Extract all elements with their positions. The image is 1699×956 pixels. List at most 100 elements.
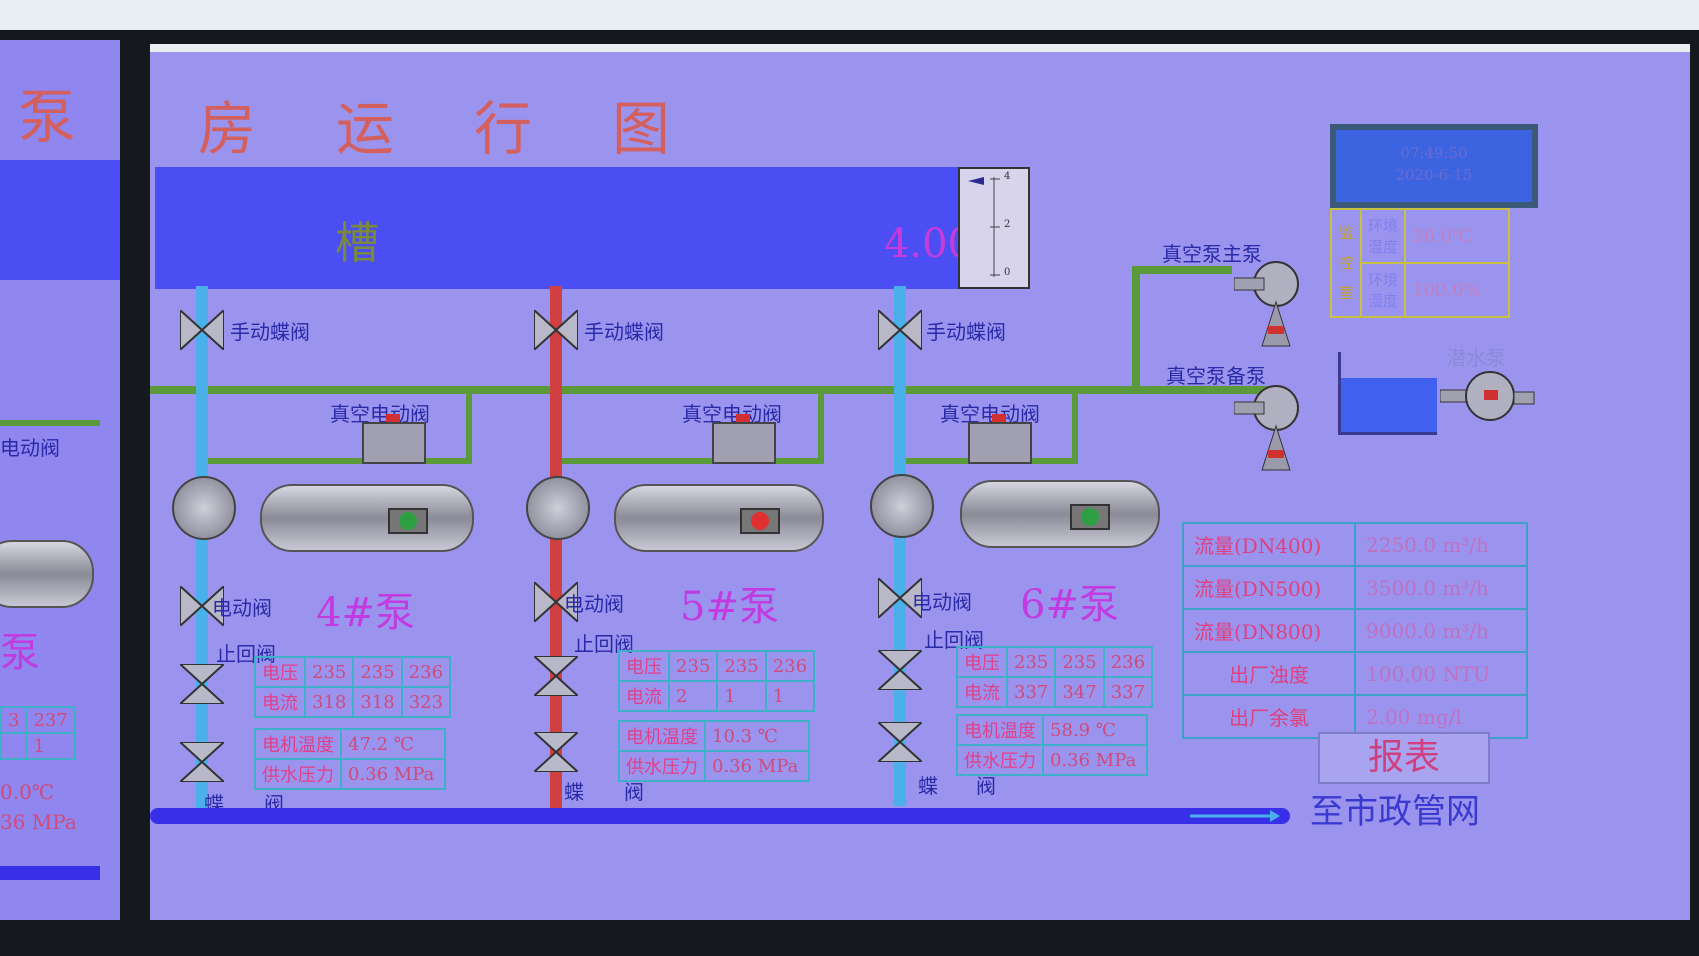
clock-time: 07:49:50 [1400, 144, 1468, 162]
pump6-manual-butterfly-valve[interactable] [877, 307, 923, 353]
environment-panel: 监 控 室 环境温度 36.0℃ 环境湿度 100.0% [1330, 208, 1511, 318]
tank-label: 槽 [335, 218, 379, 269]
pump6-manual-valve-label: 手动蝶阀 [926, 320, 1006, 344]
status-indicator-icon [1081, 508, 1099, 526]
env-name-top: 环境 [1368, 217, 1399, 235]
flow-value: 2250.0 m³/h [1354, 522, 1528, 567]
submersible-pump[interactable] [1439, 370, 1536, 426]
motor-temp-value: 47.2 ℃ [340, 728, 446, 760]
pump6-name: 6#泵 [1020, 582, 1119, 628]
voltage-a: 235 [1005, 646, 1057, 678]
current-c: 323 [400, 686, 452, 718]
pump5-status-lamp [740, 508, 780, 534]
voltage-label: 电压 [618, 650, 670, 682]
pressure-value: 0.36 MPa [340, 758, 446, 790]
pump6-status-lamp [1070, 504, 1110, 530]
report-button[interactable]: 报表 [1318, 732, 1490, 784]
status-indicator-icon [751, 512, 769, 530]
pump6-butterfly-b: 阀 [976, 774, 996, 798]
current-a: 318 [303, 686, 355, 718]
env-humidity-value: 100.0% [1404, 262, 1511, 318]
motor-temp-label: 电机温度 [618, 720, 706, 752]
monitor-bottom-bezel [0, 920, 1699, 956]
voltage-a: 235 [303, 656, 355, 688]
status-indicator-icon [399, 512, 417, 530]
vacuum-backup-pump[interactable] [1233, 382, 1304, 471]
pump6-vacuum-electric-valve[interactable] [968, 414, 1032, 464]
pump6-vacuum-riser [1072, 390, 1078, 464]
flow-arrow-icon [1190, 810, 1280, 822]
pump5-outlet-butterfly-valve[interactable] [531, 731, 581, 773]
left-temp: 0.0℃ [0, 780, 55, 804]
to-municipal-network-label: 至市政管网 [1310, 792, 1480, 832]
voltage-a: 235 [667, 650, 719, 682]
vacuum-main-label: 真空泵主泵 [1162, 242, 1262, 266]
vacuum-main-pump[interactable] [1233, 258, 1304, 347]
pump5-manual-butterfly-valve[interactable] [533, 307, 579, 353]
pump4-manual-butterfly-valve[interactable] [179, 307, 225, 353]
pressure-value: 0.36 MPa [704, 750, 810, 782]
pump6-outlet-butterfly-valve[interactable] [875, 721, 925, 763]
valve-actuator-icon [992, 414, 1006, 422]
env-name: 环境湿度 [1359, 262, 1407, 318]
plant-output-table: 流量(DN400)2250.0 m³/h 流量(DN500)3500.0 m³/… [1182, 522, 1528, 739]
current-label: 电流 [618, 680, 670, 712]
pressure-label: 供水压力 [618, 750, 706, 782]
tank-level-gauge: 4 2 0 [958, 167, 1030, 289]
current-b: 1 [716, 680, 767, 712]
monitor-right-bezel [1690, 30, 1699, 930]
left-motor [0, 540, 94, 608]
current-label: 电流 [254, 686, 306, 718]
flow-row: 流量(DN800)9000.0 m³/h [1182, 608, 1528, 653]
voltage-b: 235 [716, 650, 767, 682]
title-char: 运 [336, 95, 395, 163]
left-valve-label: 电动阀 [0, 436, 60, 460]
flow-label: 出厂余氯 [1182, 694, 1356, 739]
flow-value: 3500.0 m³/h [1354, 565, 1528, 610]
flow-label: 流量(DN800) [1182, 608, 1356, 653]
env-name-bottom: 温度 [1368, 238, 1399, 256]
valve-actuator-icon [386, 414, 400, 422]
pump4-check-valve[interactable] [177, 663, 227, 705]
left-title-char: 泵 [18, 83, 77, 151]
pump4-motor[interactable] [260, 484, 474, 552]
flow-label: 出厂浊度 [1182, 651, 1356, 696]
pump6-butterfly-a: 蝶 [918, 774, 938, 798]
pump4-manual-valve-label: 手动蝶阀 [230, 320, 310, 344]
water-tank: 槽 4.00米 [155, 167, 1025, 289]
pump4-electric-valve-label: 电动阀 [212, 596, 272, 620]
voltage-label: 电压 [254, 656, 306, 688]
pump5-manual-valve-label: 手动蝶阀 [584, 320, 664, 344]
pump5-vacuum-electric-valve[interactable] [712, 414, 776, 464]
pump6-check-valve[interactable] [875, 649, 925, 691]
left-pipe [0, 420, 100, 426]
datetime-display: 07:49:50 2020-6-15 [1330, 124, 1538, 208]
left-cell: 237 [25, 706, 76, 734]
title-char: 图 [612, 95, 671, 163]
title-char: 房 [198, 95, 257, 163]
pressure-label: 供水压力 [254, 758, 342, 790]
pump6-motor[interactable] [960, 480, 1160, 548]
pump4-vacuum-electric-valve[interactable] [362, 414, 426, 464]
pressure-value: 0.36 MPa [1042, 744, 1148, 776]
env-name-bottom: 湿度 [1368, 292, 1399, 310]
pump4-vacuum-pipe [208, 458, 472, 464]
pump5-electric-valve-label: 电动阀 [564, 592, 624, 616]
gauge-tick: 4 [1004, 171, 1011, 182]
current-c: 1 [764, 680, 816, 712]
submersible-label: 潜水泵 [1446, 346, 1506, 370]
pump4-outlet-butterfly-valve[interactable] [177, 741, 227, 783]
outlet-pipe [150, 808, 1290, 824]
current-c: 337 [1102, 676, 1154, 708]
voltage-b: 235 [352, 656, 403, 688]
left-tank [0, 160, 120, 280]
pump5-motor[interactable] [614, 484, 824, 552]
side-char: 室 [1338, 284, 1354, 302]
pump5-check-valve[interactable] [531, 655, 581, 697]
motor-temp-value: 10.3 ℃ [704, 720, 810, 752]
sump-pit [1338, 352, 1437, 435]
